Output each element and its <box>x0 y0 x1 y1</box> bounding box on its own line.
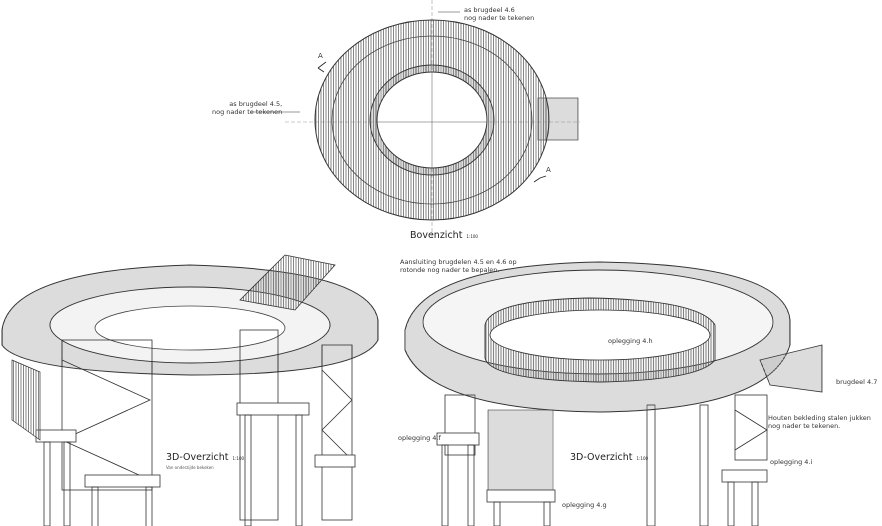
title-text: 3D-Overzicht <box>570 452 633 463</box>
label-oplegging-4i: oplegging 4.i <box>770 458 813 466</box>
note-connection: Aansluiting brugdelen 4.5 en 4.6 op roto… <box>400 258 517 274</box>
label-oplegging-4h: oplegging 4.h <box>608 337 653 345</box>
note-line: as brugdeel 4.5, <box>229 100 283 108</box>
bridge-4-7-stub <box>759 344 823 393</box>
label-oplegging-4f: oplegging 4.f <box>398 434 441 442</box>
section-arrow-icon <box>533 175 547 183</box>
label-brugdeel-4-7: brugdeel 4.7 <box>836 378 878 386</box>
section-arrow-icon <box>317 61 327 73</box>
note-line: Aansluiting brugdelen 4.5 en 4.6 op <box>400 258 517 266</box>
note-line: Houten bekleding stalen jukken <box>768 414 871 422</box>
section-marker: A <box>318 52 323 60</box>
note-line: nog nader te tekenen <box>464 14 535 22</box>
note-line: rotonde nog nader te bepalen. <box>400 266 500 274</box>
section-marker: A <box>546 166 551 174</box>
view-3d-right <box>404 261 823 526</box>
title-text: Bovenzicht <box>410 230 463 241</box>
note-axis-4-5: as brugdeel 4.5, nog nader te tekenen <box>212 100 282 116</box>
note-line: as brugdeel 4.6 <box>464 6 515 14</box>
scale-text: 1:100 <box>232 456 245 461</box>
view-3d-left <box>1 254 379 526</box>
scale-text: 1:100 <box>466 234 478 239</box>
note-cladding: Houten bekleding stalen jukken nog nader… <box>768 414 871 430</box>
note-line: nog nader te tekenen. <box>768 422 841 430</box>
left-3d-subtitle: Van onderzijde bekeken <box>166 465 214 470</box>
title-text: 3D-Overzicht <box>166 452 229 463</box>
note-axis-4-6: as brugdeel 4.6 nog nader te tekenen <box>464 6 534 22</box>
note-line: nog nader te tekenen <box>212 108 283 116</box>
scale-text: 1:100 <box>636 456 649 461</box>
plan-view <box>250 0 580 240</box>
label-oplegging-4g: oplegging 4.g <box>562 501 607 509</box>
